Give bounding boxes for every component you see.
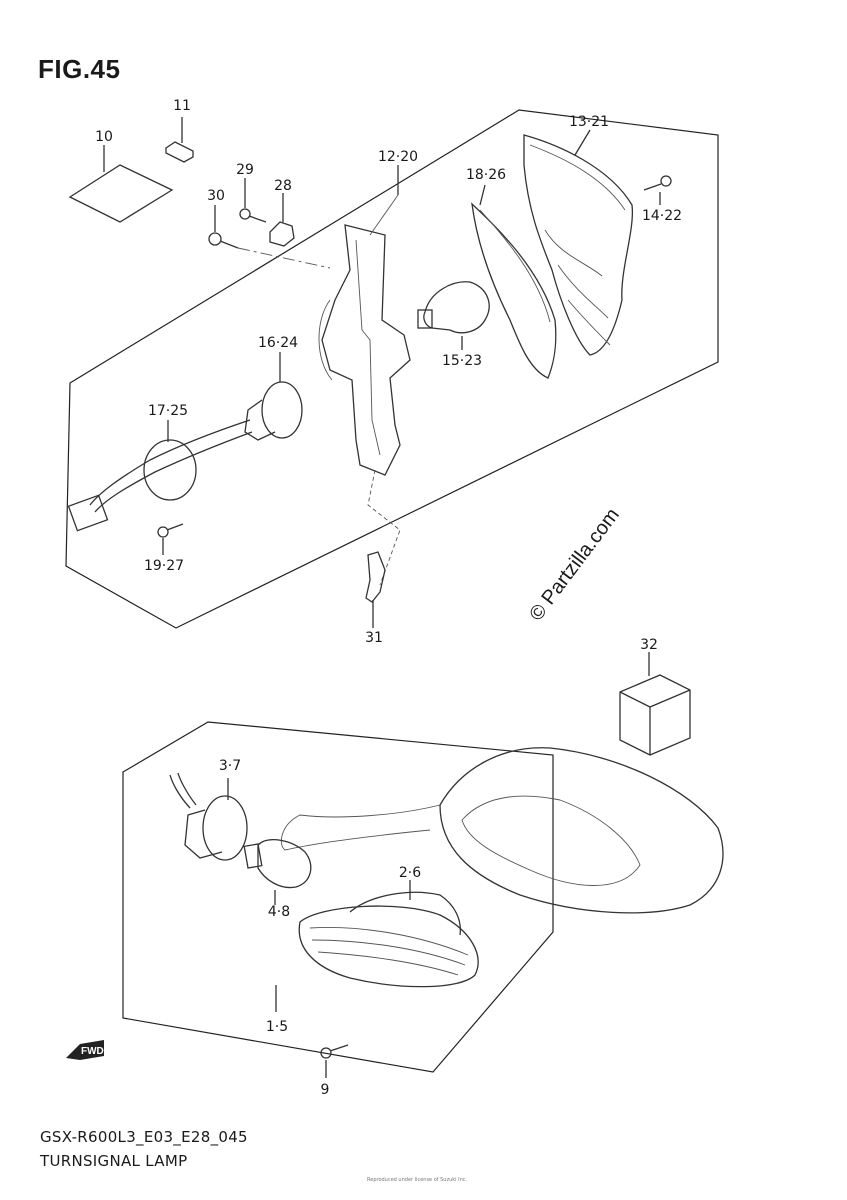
part-1-5-lens-assembly: [275, 880, 479, 1012]
part-label: 11: [173, 98, 191, 114]
part-28-clip-nut: [269, 193, 295, 247]
part-label: 29: [236, 162, 254, 178]
upper-assembly-frame: [65, 109, 719, 629]
part-29-screw: [239, 178, 267, 223]
part-label: 9: [320, 1082, 330, 1098]
part-label: 2·6: [398, 865, 422, 881]
part-17-25-wire-harness: [67, 419, 253, 532]
part-label: 3·7: [218, 758, 242, 774]
mirror-housing: [280, 747, 724, 914]
part-14-22-screw: [643, 175, 672, 205]
part-label: 30: [207, 188, 225, 204]
part-label: 19·27: [143, 558, 185, 574]
part-11-pad: [165, 117, 194, 163]
part-label: 14·22: [641, 208, 683, 224]
lower-assembly-frame: [122, 721, 554, 1073]
part-label: 18·26: [465, 167, 507, 183]
part-label: 31: [365, 630, 383, 646]
part-label: 12·20: [377, 149, 419, 165]
part-4-8-bulb: [243, 839, 312, 905]
model-code: GSX-R600L3_E03_E28_045: [40, 1128, 248, 1146]
part-30-screw: [208, 205, 331, 269]
part-16-24-socket: [244, 352, 303, 441]
part-label: 1·5: [265, 1019, 289, 1035]
figure-title: FIG.45: [38, 54, 121, 84]
part-label: 28: [274, 178, 292, 194]
part-9-screw: [320, 1044, 349, 1078]
part-label: 13·21: [568, 114, 610, 130]
part-13-21-lens: [523, 129, 634, 356]
part-12-20-bracket: [318, 165, 411, 586]
part-15-23-bulb: [417, 281, 490, 350]
part-label: 16·24: [257, 335, 299, 351]
part-label: 17·25: [147, 403, 189, 419]
part-3-7-socket: [169, 772, 248, 861]
part-10-label-sheet: [68, 145, 174, 223]
part-19-27-screw: [157, 523, 184, 555]
part-31-clamp: [365, 551, 386, 628]
part-32-relay: [619, 652, 691, 756]
part-label: 10: [95, 129, 113, 145]
part-label: 32: [640, 637, 658, 653]
fwd-arrow-icon: FWD: [66, 1040, 104, 1060]
fwd-label: FWD: [81, 1046, 104, 1057]
part-label: 4·8: [267, 904, 291, 920]
part-18-26-gasket: [471, 184, 557, 379]
copyright-note: Reproduced under license of Suzuki Inc.: [367, 1177, 468, 1183]
part-label: 15·23: [441, 353, 483, 369]
figure-name: TURNSIGNAL LAMP: [40, 1152, 188, 1170]
